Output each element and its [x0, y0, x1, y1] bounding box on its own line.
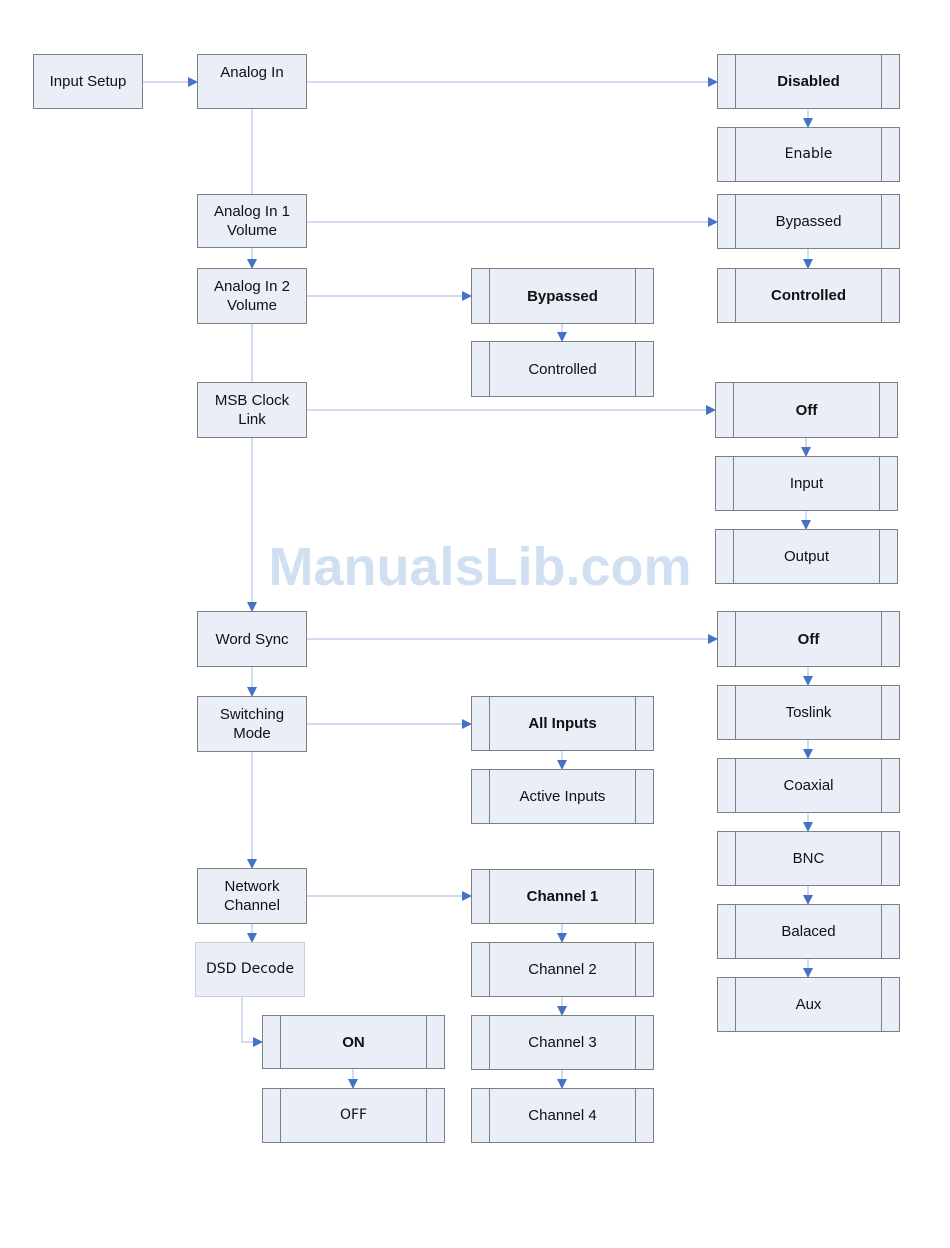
- analog-in-option-enable: Enable: [717, 127, 900, 182]
- option-label: Balaced: [781, 923, 836, 940]
- option-label: Output: [783, 548, 830, 565]
- node-label: Input Setup: [49, 73, 127, 90]
- sync-option-aux: Aux: [717, 977, 900, 1032]
- node-label: MSB Clock Link: [214, 392, 290, 428]
- analog-in-2-volume-node: Analog In 2 Volume: [197, 268, 307, 324]
- option-label: OFF: [339, 1107, 368, 1123]
- option-label: Aux: [795, 996, 822, 1013]
- dsd-option-off: OFF: [262, 1088, 445, 1143]
- msb-clock-link-node: MSB Clock Link: [197, 382, 307, 438]
- option-label: Channel 4: [528, 1107, 597, 1124]
- node-label: Analog In 1 Volume: [214, 203, 290, 239]
- vol2-option-bypassed: Bypassed: [471, 268, 654, 324]
- word-sync-node: Word Sync: [197, 611, 307, 667]
- vol2-option-controlled: Controlled: [471, 341, 654, 397]
- node-label: Analog In: [220, 64, 284, 81]
- option-label: Bypassed: [527, 287, 598, 305]
- vol1-option-controlled: Controlled: [717, 268, 900, 323]
- analog-in-node: Analog In: [197, 54, 307, 109]
- channel-option-1: Channel 1: [471, 869, 654, 924]
- option-label: Active Inputs: [519, 788, 606, 805]
- option-label: Disabled: [777, 73, 840, 90]
- dsd-decode-node: DSD Decode: [195, 942, 305, 997]
- node-label: DSD Decode: [205, 961, 295, 977]
- option-label: Input: [789, 475, 824, 492]
- analog-in-option-disabled: Disabled: [717, 54, 900, 109]
- option-label: Coaxial: [783, 777, 834, 794]
- sync-option-off: Off: [717, 611, 900, 667]
- option-label: ON: [342, 1033, 365, 1051]
- sync-option-balaced: Balaced: [717, 904, 900, 959]
- mode-option-all-inputs: All Inputs: [471, 696, 654, 751]
- option-label: Channel 2: [528, 961, 597, 978]
- option-label: Enable: [784, 146, 833, 162]
- node-label: Word Sync: [215, 630, 289, 648]
- network-channel-node: Network Channel: [197, 868, 307, 924]
- option-label: BNC: [792, 850, 825, 867]
- sync-option-bnc: BNC: [717, 831, 900, 886]
- dsd-option-on: ON: [262, 1015, 445, 1069]
- channel-option-3: Channel 3: [471, 1015, 654, 1070]
- option-label: Controlled: [771, 287, 846, 304]
- vol1-option-bypassed: Bypassed: [717, 194, 900, 249]
- node-label: Switching Mode: [219, 706, 285, 742]
- analog-in-1-volume-node: Analog In 1 Volume: [197, 194, 307, 248]
- channel-option-4: Channel 4: [471, 1088, 654, 1143]
- sync-option-coaxial: Coaxial: [717, 758, 900, 813]
- option-label: Channel 3: [528, 1034, 597, 1051]
- clock-option-off: Off: [715, 382, 898, 438]
- node-label: Network Channel: [224, 878, 280, 914]
- channel-option-2: Channel 2: [471, 942, 654, 997]
- option-label: Off: [795, 401, 818, 419]
- input-setup-node: Input Setup: [33, 54, 143, 109]
- connector-dsd-options: [241, 997, 263, 1047]
- option-label: Toslink: [785, 704, 832, 721]
- sync-option-toslink: Toslink: [717, 685, 900, 740]
- option-label: Bypassed: [775, 213, 842, 230]
- option-label: Controlled: [528, 360, 597, 378]
- switching-mode-node: Switching Mode: [197, 696, 307, 752]
- node-label: Analog In 2 Volume: [214, 278, 290, 314]
- clock-option-output: Output: [715, 529, 898, 584]
- option-label: Off: [797, 630, 820, 648]
- option-label: All Inputs: [528, 715, 597, 732]
- option-label: Channel 1: [526, 888, 599, 905]
- clock-option-input: Input: [715, 456, 898, 511]
- mode-option-active-inputs: Active Inputs: [471, 769, 654, 824]
